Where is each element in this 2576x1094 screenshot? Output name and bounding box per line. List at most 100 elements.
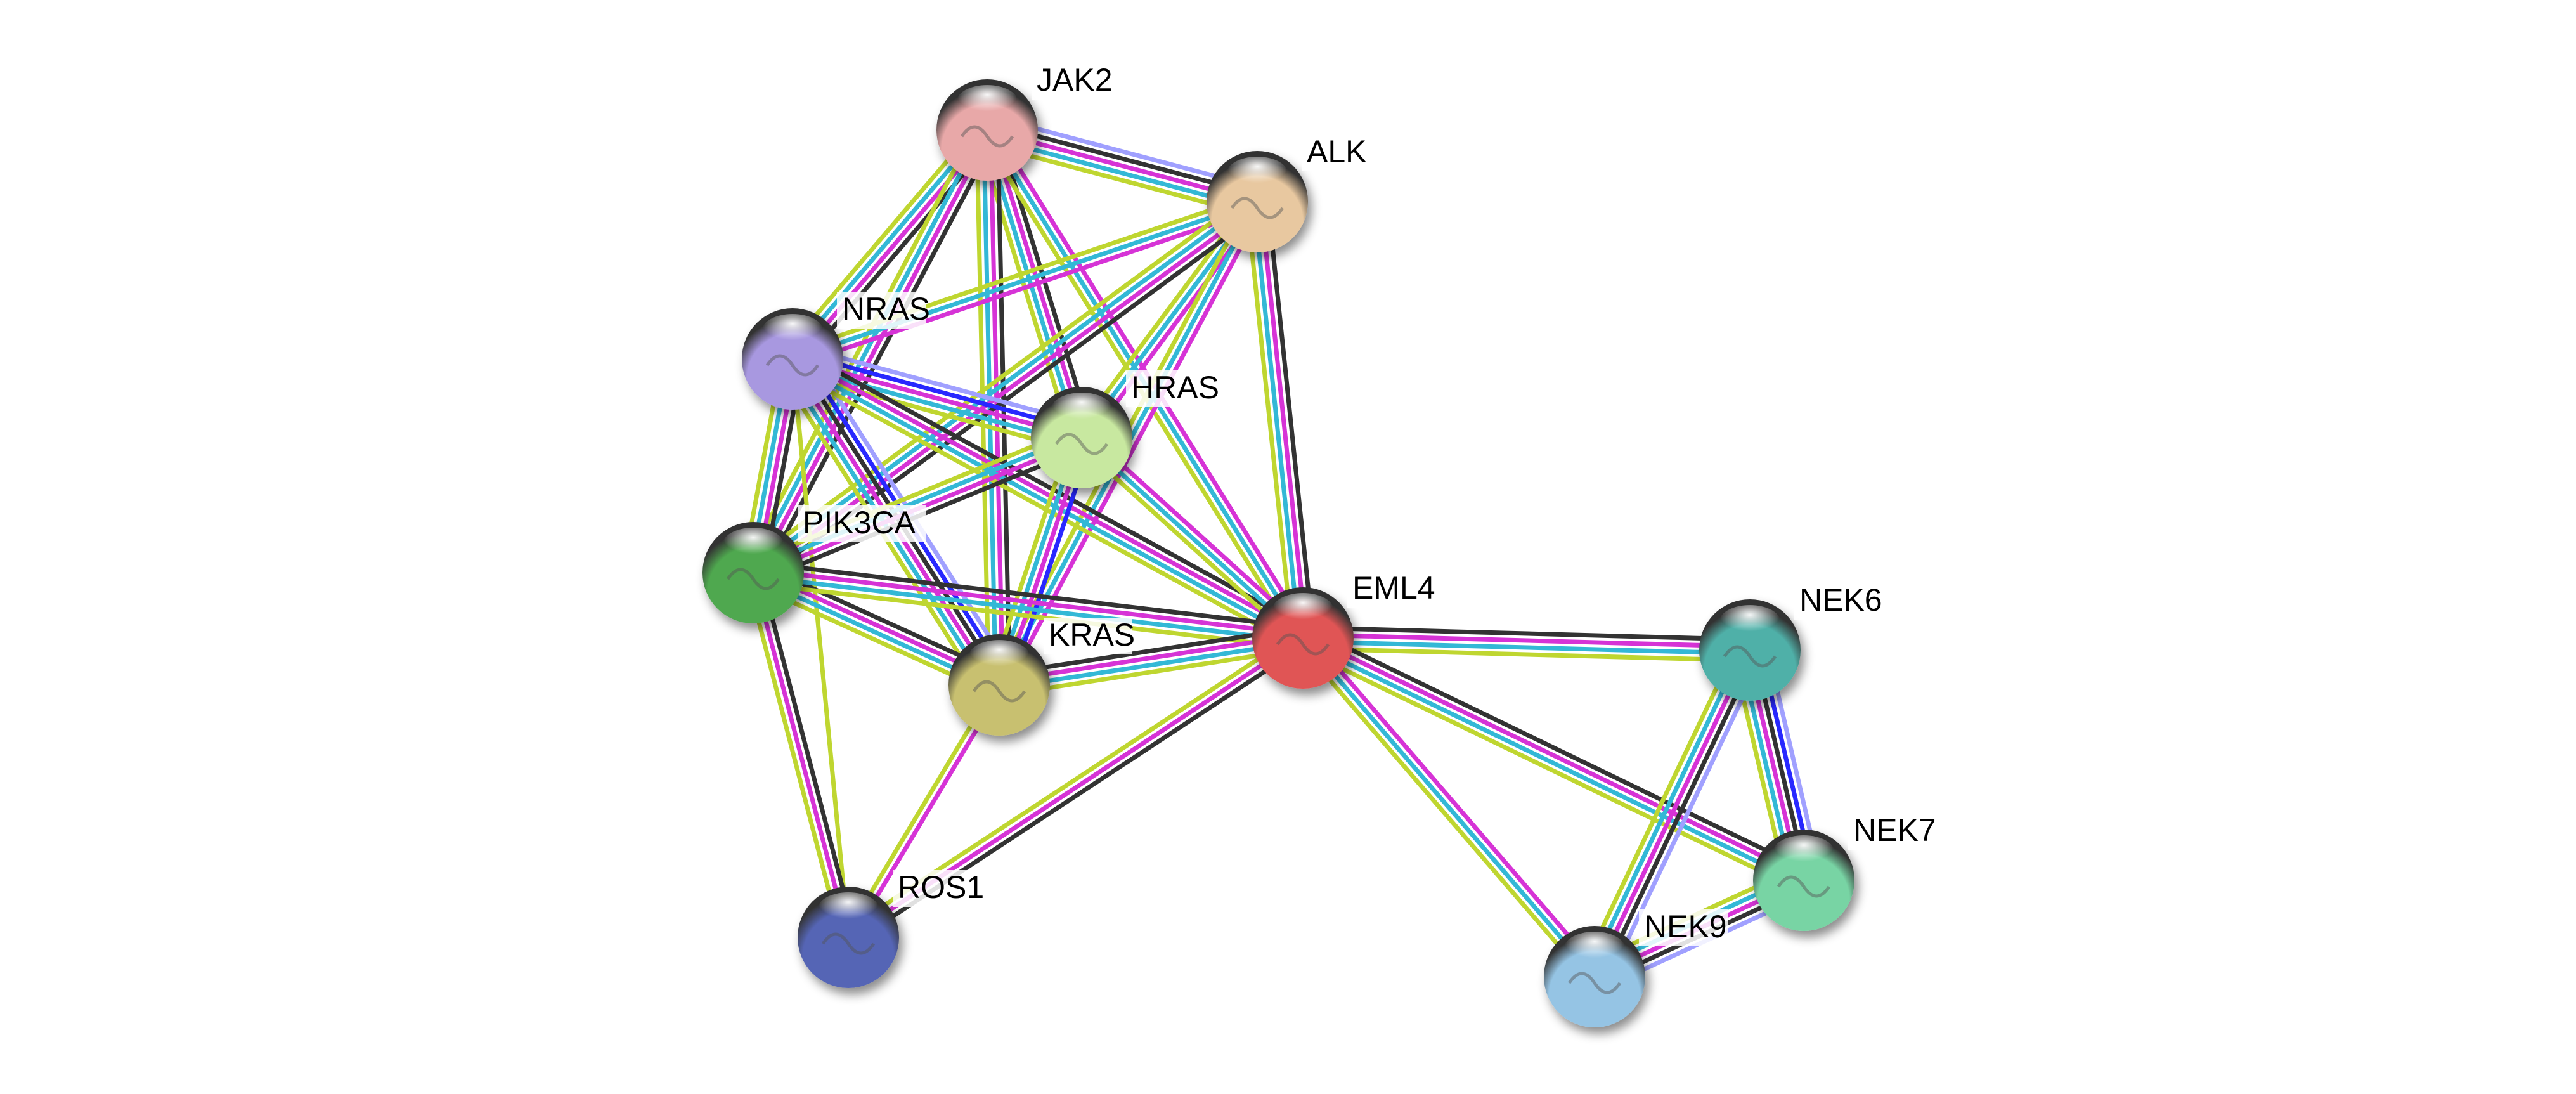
edge-channel-textmining	[1579, 643, 1740, 972]
edge-channel-databases	[791, 199, 1259, 361]
node-pik3ca[interactable]: PIK3CA	[702, 505, 926, 623]
edge-eml4-nek6[interactable]	[1302, 625, 1751, 663]
edge-channel-databases	[999, 639, 1304, 691]
protein-structure-icon	[1276, 633, 1330, 656]
sphere-highlight	[723, 528, 784, 561]
node-label: PIK3CA	[803, 505, 916, 540]
protein-structure-icon	[972, 680, 1026, 703]
label-halo	[798, 505, 926, 542]
edge-channel-textmining	[1302, 646, 1750, 663]
sphere-highlight	[818, 892, 879, 925]
node-alk[interactable]: ALK	[1207, 134, 1371, 252]
node-nek7[interactable]: NEK7	[1753, 812, 1937, 931]
label-halo	[893, 870, 981, 907]
node-eml4[interactable]: EML4	[1252, 570, 1436, 689]
node-label: NRAS	[842, 291, 930, 327]
edge-pik3ca-ros1[interactable]	[744, 570, 858, 940]
edges-layer	[741, 114, 1823, 992]
edge-channel-databases	[752, 573, 1303, 644]
node-label: NEK7	[1853, 812, 1936, 848]
edge-channel-experiments	[794, 206, 1260, 368]
sphere-highlight	[1773, 835, 1834, 868]
sphere-highlight	[1564, 932, 1625, 965]
label-halo	[1044, 618, 1132, 654]
edge-jak2-pik3ca[interactable]	[742, 124, 999, 579]
edge-nek6-nek9[interactable]	[1579, 643, 1765, 984]
label-halo	[1639, 909, 1728, 946]
sphere-highlight	[1227, 157, 1288, 190]
node-nras[interactable]: NRAS	[742, 291, 930, 410]
edge-channel-textmining	[1000, 646, 1305, 698]
edge-channel-textmining	[751, 580, 1302, 651]
edge-channel-coexpression	[997, 625, 1302, 677]
node-label: EML4	[1352, 570, 1435, 606]
edge-channel-experiments	[1303, 632, 1806, 880]
edge-channel-databases	[751, 432, 1082, 572]
edge-channel-databases	[1300, 639, 1804, 886]
node-hras[interactable]: HRAS	[1031, 370, 1219, 488]
edge-channel-coexpression	[1306, 626, 1809, 873]
edge-channel-databases	[1302, 639, 1750, 656]
edge-pik3ca-eml4[interactable]	[751, 560, 1305, 651]
edge-channel-homology	[1605, 654, 1765, 984]
edge-channel-experiments	[998, 632, 1303, 684]
edge-channel-textmining	[746, 191, 1253, 566]
edge-channel-coexpression	[798, 135, 997, 367]
edge-channel-databases	[1586, 646, 1746, 975]
sphere-highlight	[1051, 393, 1112, 426]
edge-nras-ros1[interactable]	[790, 358, 851, 938]
edge-kras-eml4[interactable]	[997, 625, 1305, 698]
sphere-highlight	[762, 314, 823, 347]
protein-structure-icon	[1777, 875, 1831, 898]
protein-structure-icon	[821, 932, 876, 955]
edge-channel-coexpression	[1265, 200, 1316, 637]
sphere-highlight	[1719, 605, 1780, 638]
edge-channel-textmining	[744, 573, 844, 940]
node-label: ALK	[1307, 134, 1367, 169]
node-label: JAK2	[1037, 62, 1113, 98]
edge-channel-coexpression	[1303, 625, 1751, 642]
edge-channel-textmining	[790, 358, 851, 938]
edge-channel-textmining	[1297, 645, 1801, 892]
edge-channel-textmining	[1245, 202, 1295, 640]
label-halo	[1302, 134, 1371, 171]
edge-channel-experiments	[1258, 201, 1309, 638]
edge-channel-coexpression	[754, 560, 1305, 630]
protein-structure-icon	[1054, 433, 1109, 455]
edge-channel-experiments	[1303, 632, 1751, 649]
edge-channel-textmining	[782, 122, 981, 354]
node-nek9[interactable]: NEK9	[1544, 909, 1728, 1027]
node-label: HRAS	[1131, 370, 1219, 405]
edge-eml4-nek9[interactable]	[1296, 632, 1602, 983]
node-label: NEK6	[1799, 582, 1882, 618]
edge-channel-databases	[1252, 202, 1302, 639]
node-label: ROS1	[898, 869, 984, 905]
protein-structure-icon	[726, 568, 780, 590]
edge-channel-coexpression	[760, 134, 999, 579]
edge-channel-coexpression	[1598, 652, 1759, 981]
edge-channel-databases	[789, 360, 1303, 643]
edge-channel-experiments	[751, 572, 851, 938]
edge-alk-eml4[interactable]	[1245, 200, 1316, 640]
protein-structure-icon	[1567, 972, 1622, 994]
label-halo	[1347, 571, 1436, 608]
edge-channel-experiments	[1306, 632, 1602, 974]
edge-channel-homology	[795, 343, 1086, 427]
label-halo	[1032, 63, 1120, 100]
edge-channel-databases	[748, 127, 987, 573]
node-ros1[interactable]: ROS1	[798, 869, 984, 988]
node-kras[interactable]: KRAS	[948, 617, 1135, 736]
node-nek6[interactable]: NEK6	[1699, 582, 1883, 701]
sphere-highlight	[969, 640, 1030, 673]
edge-channel-experiments	[753, 567, 1304, 637]
protein-structure-icon	[1723, 645, 1777, 668]
edge-channel-experiments	[1592, 649, 1752, 978]
edge-channel-databases	[1301, 636, 1596, 979]
edge-channel-experiments	[1003, 204, 1265, 689]
edge-eml4-nek7[interactable]	[1297, 626, 1809, 892]
sphere-highlight	[1272, 593, 1333, 626]
node-jak2[interactable]: JAK2	[936, 62, 1120, 181]
